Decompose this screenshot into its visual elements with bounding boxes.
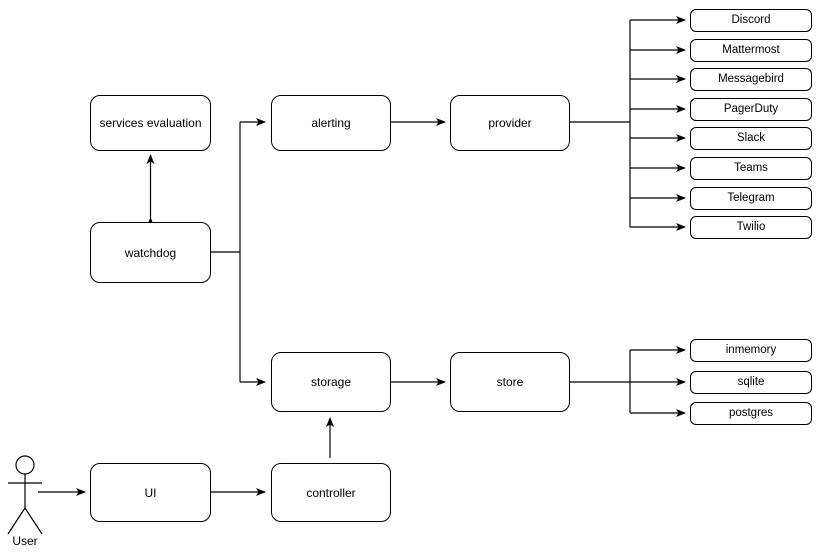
node-provider-pagerduty[interactable]: PagerDuty [690, 98, 812, 121]
node-provider-twilio[interactable]: Twilio [690, 216, 812, 239]
node-provider-messagebird[interactable]: Messagebird [690, 68, 812, 91]
node-provider[interactable]: provider [450, 95, 570, 151]
node-services-evaluation[interactable]: services evaluation [90, 95, 211, 151]
user-stick-figure [7, 455, 43, 535]
node-controller[interactable]: controller [271, 463, 391, 522]
node-ui[interactable]: UI [90, 463, 211, 522]
node-provider-telegram[interactable]: Telegram [690, 187, 812, 210]
node-alerting[interactable]: alerting [271, 95, 391, 151]
node-provider-teams[interactable]: Teams [690, 157, 812, 180]
node-provider-mattermost[interactable]: Mattermost [690, 39, 812, 62]
node-provider-discord[interactable]: Discord [690, 9, 812, 32]
node-store-postgres[interactable]: postgres [690, 402, 812, 425]
node-store-inmemory[interactable]: inmemory [690, 339, 812, 362]
node-store[interactable]: store [450, 352, 570, 412]
node-watchdog[interactable]: watchdog [90, 222, 211, 283]
node-provider-slack[interactable]: Slack [690, 127, 812, 150]
node-store-sqlite[interactable]: sqlite [690, 371, 812, 394]
user-actor-label: User [12, 534, 38, 548]
node-storage[interactable]: storage [271, 352, 391, 412]
